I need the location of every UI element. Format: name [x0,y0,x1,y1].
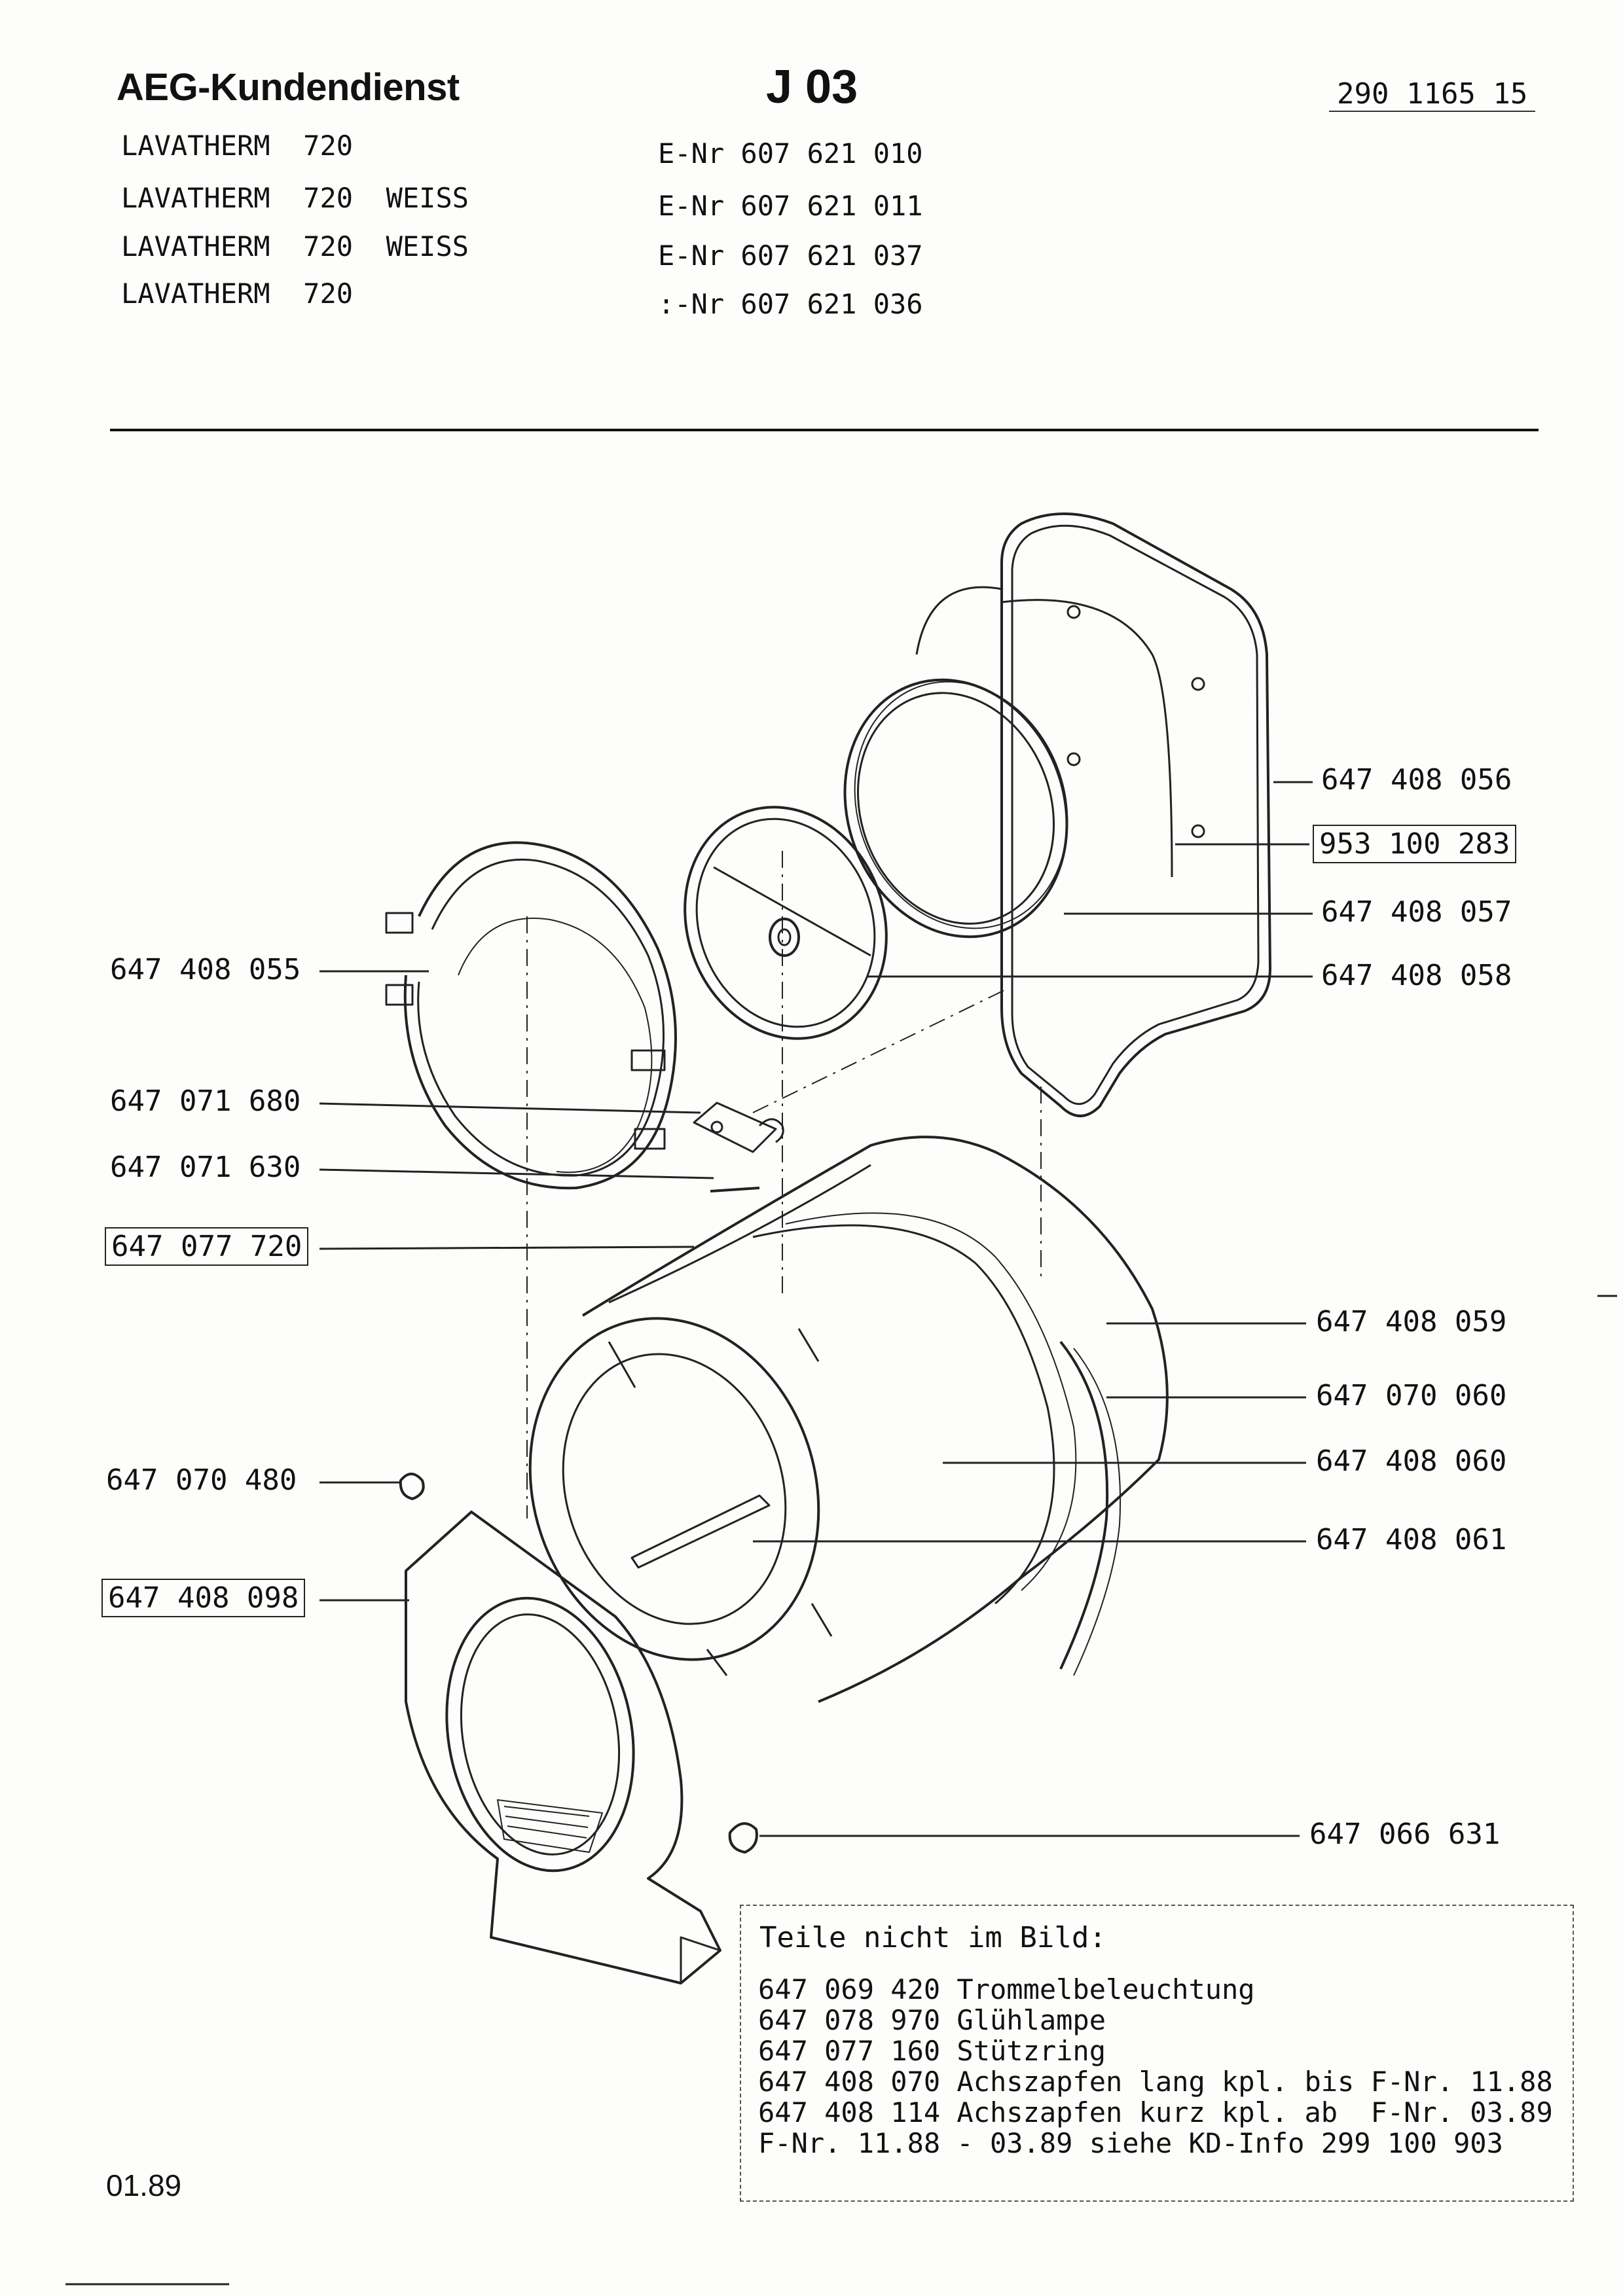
part-number: 647 408 059 [1316,1305,1507,1338]
lamp-clip [710,1187,760,1193]
part-number: 647 408 056 [1321,763,1512,797]
note-line: F-Nr. 11.88 - 03.89 siehe KD-Info 299 10… [758,2127,1503,2159]
sheet-code: J 03 [766,61,858,113]
model-enr: E-Nr 607 621 011 [658,190,923,222]
lamp-holder [693,1102,777,1153]
model-number: 720 [303,230,354,262]
brand-title: AEG-Kundendienst [117,66,460,109]
note-line: 647 069 420 Trommelbeleuchtung [758,1973,1255,2005]
bearing-bush [399,1473,425,1500]
part-number: 647 408 060 [1316,1444,1507,1478]
model-name: LAVATHERM [121,278,270,310]
issue-date: 01.89 [106,2168,182,2202]
model-number: 720 [303,182,354,214]
part-number-boxed: 953 100 283 [1313,825,1517,863]
front-seal-ring [403,841,677,1190]
model-line: LAVATHERM 720 [121,130,386,162]
model-number: 720 [303,130,354,162]
document-number: 290 1165 15 [1329,77,1536,112]
model-name: LAVATHERM [121,182,270,214]
part-number: 647 066 631 [1309,1818,1501,1851]
part-number: 647 071 680 [110,1085,301,1118]
part-number: 647 071 630 [110,1151,301,1184]
drum-back-plate [684,806,888,1040]
note-line: 647 408 070 Achszapfen lang kpl. bis F-N… [758,2066,1553,2098]
axle-hub [769,918,800,957]
part-number: 647 408 057 [1321,895,1512,929]
header-divider [110,429,1539,431]
model-number: 720 [303,278,354,310]
part-number-boxed: 647 077 720 [105,1227,309,1266]
model-enr: :-Nr 607 621 036 [658,288,923,320]
note-line: 647 077 160 Stützring [758,2035,1106,2067]
part-number: 647 070 480 [106,1463,297,1497]
model-line: LAVATHERM 720 WEISS [121,230,469,262]
drum-shell [581,1136,1169,1703]
front-bearing-frame [405,1511,721,1984]
rear-panel [1000,512,1271,1117]
notes-title: Teile nicht im Bild: [759,1921,1106,1954]
part-number: 647 070 060 [1316,1379,1507,1412]
drum-rib [630,1494,771,1569]
model-line: LAVATHERM 720 [121,278,386,310]
axle-bush [728,1822,758,1854]
note-line: 647 408 114 Achszapfen kurz kpl. ab F-Nr… [758,2096,1553,2128]
model-variant: WEISS [386,182,469,214]
model-line: LAVATHERM 720 WEISS [121,182,469,214]
note-line: 647 078 970 Glühlampe [758,2004,1106,2036]
drum-front-opening [528,1317,820,1661]
model-variant: WEISS [386,230,469,262]
rear-bearing-ring [843,678,1068,939]
part-number: 647 408 061 [1316,1523,1507,1556]
model-enr: E-Nr 607 621 010 [658,137,923,170]
model-name: LAVATHERM [121,130,270,162]
part-number: 647 408 058 [1321,959,1512,992]
model-enr: E-Nr 607 621 037 [658,240,923,272]
parts-not-shown-box [740,1905,1574,2202]
model-name: LAVATHERM [121,230,270,262]
part-number-boxed: 647 408 098 [101,1579,306,1617]
drive-belt [1059,1340,1109,1670]
part-number: 647 408 055 [110,953,301,986]
